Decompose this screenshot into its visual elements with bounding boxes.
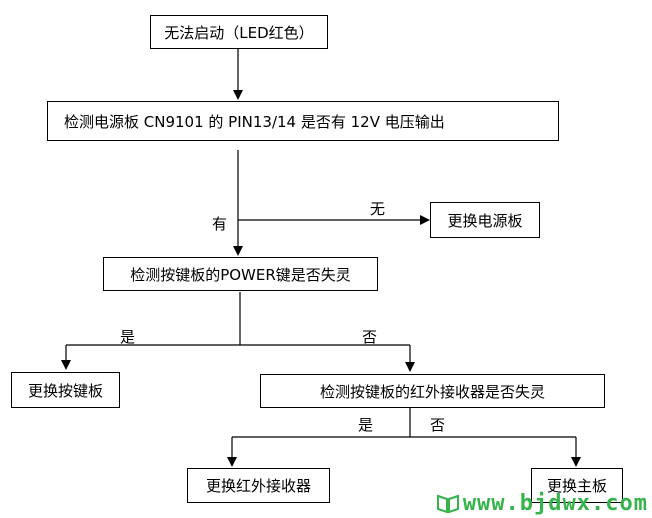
node-check-ir-receiver: 检测按键板的红外接收器是否失灵 <box>260 374 605 408</box>
node-replace-ir-receiver: 更换红外接收器 <box>187 468 330 503</box>
edge-label-ir-faulty: 是 <box>358 416 374 434</box>
edge-label-ir-ok: 否 <box>430 416 446 434</box>
node-replace-key-board: 更换按键板 <box>11 372 120 408</box>
book-icon <box>436 494 459 514</box>
node-start: 无法启动（LED红色） <box>150 15 328 49</box>
node-replace-main-board: 更换主板 <box>531 468 623 503</box>
watermark-text: www.bjdwx.com <box>462 490 648 516</box>
watermark: www.bjdwx.com <box>435 490 648 516</box>
edge-label-no-voltage: 无 <box>370 200 386 218</box>
node-check-power-key: 检测按键板的POWER键是否失灵 <box>103 257 378 291</box>
edge-label-has-voltage: 有 <box>212 215 228 233</box>
node-replace-power-board: 更换电源板 <box>430 202 540 238</box>
edge-label-key-ok: 否 <box>362 328 378 346</box>
edge-label-key-faulty: 是 <box>120 328 136 346</box>
node-check-power-board: 检测电源板 CN9101 的 PIN13/14 是否有 12V 电压输出 <box>47 101 559 141</box>
